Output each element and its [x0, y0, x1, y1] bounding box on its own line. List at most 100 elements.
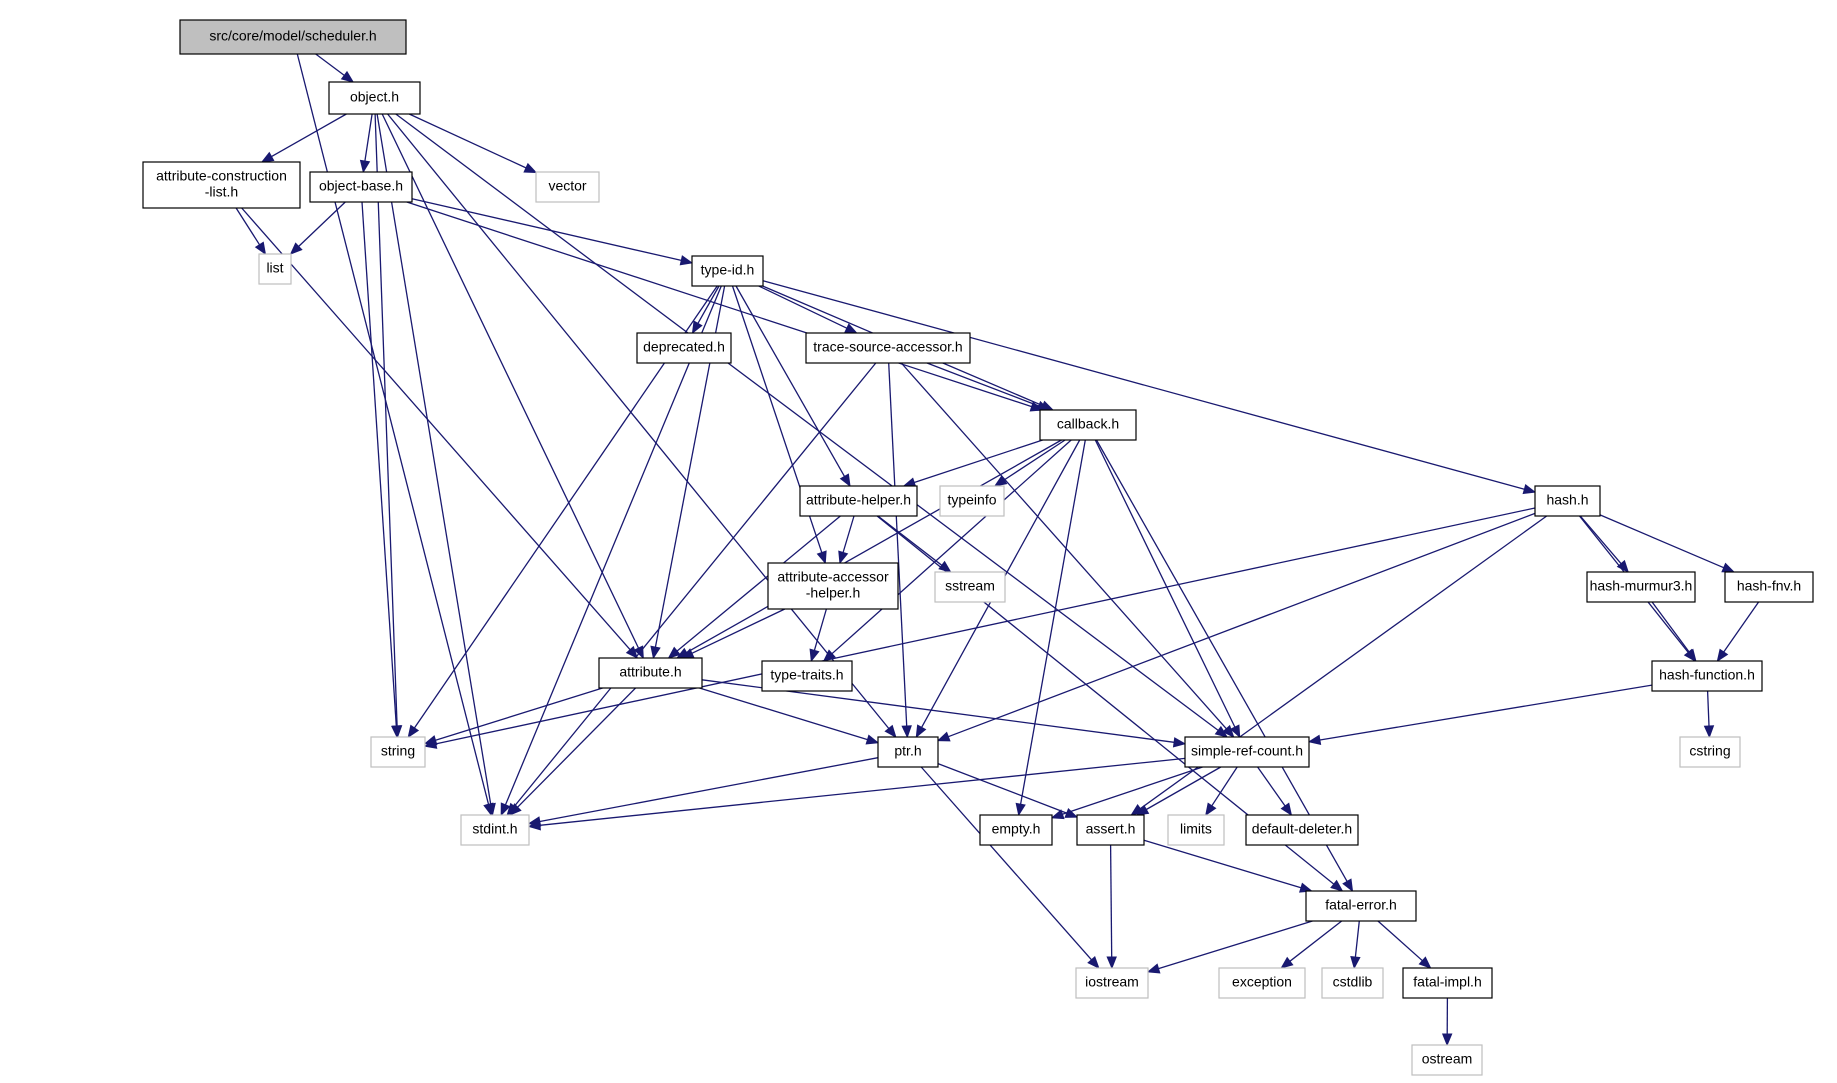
edge-arrowhead [936, 731, 951, 742]
edge-hash-to-murmur [1579, 515, 1630, 573]
node-ptr[interactable]: ptr.h [877, 736, 939, 768]
edge-line [913, 439, 1043, 484]
edge-objbase-to-callback [406, 201, 1044, 412]
edge-arrowhead [667, 646, 681, 659]
edge-scheduler-to-object [315, 53, 355, 83]
node-object[interactable]: object.h [328, 81, 421, 115]
node-src[interactable]: simple-ref-count.h [1184, 736, 1310, 768]
edge-line [699, 687, 868, 741]
edge-object-to-string [374, 113, 403, 739]
edge-attrconst-to-attribute [241, 207, 639, 659]
node-label: sstream [945, 578, 995, 594]
node-box [1724, 571, 1814, 603]
edge-src-to-stdint [527, 757, 1186, 831]
node-label: trace-source-accessor.h [813, 339, 962, 355]
node-fatalerr[interactable]: fatal-error.h [1305, 890, 1417, 922]
edge-objbase-to-list [289, 201, 346, 255]
node-box [309, 171, 413, 203]
node-box [934, 571, 1006, 603]
node-fnv[interactable]: hash-fnv.h [1724, 571, 1814, 603]
edge-line [691, 608, 786, 654]
edge-line [513, 362, 877, 807]
node-label: fatal-impl.h [1413, 974, 1481, 990]
node-label: limits [1180, 821, 1212, 837]
node-label: hash.h [1546, 492, 1588, 508]
edge-line [900, 362, 1227, 730]
edge-line [1019, 439, 1086, 805]
node-label: assert.h [1086, 821, 1136, 837]
node-callback[interactable]: callback.h [1039, 409, 1137, 441]
node-attribute[interactable]: attribute.h [598, 657, 703, 689]
node-list: list [258, 253, 292, 285]
edge-arrowhead [915, 724, 927, 739]
node-vector: vector [535, 171, 600, 203]
node-typetraits[interactable]: type-traits.h [761, 660, 853, 692]
node-objbase[interactable]: object-base.h [309, 171, 413, 203]
node-box [805, 332, 971, 364]
edge-arrowhead [340, 70, 355, 83]
edge-arrowhead [407, 724, 420, 739]
node-label: iostream [1085, 974, 1139, 990]
edge-line [1706, 690, 1710, 727]
node-hash[interactable]: hash.h [1534, 485, 1601, 517]
node-sstream: sstream [934, 571, 1006, 603]
edge-arrowhead [809, 648, 820, 663]
node-string: string [370, 736, 426, 768]
edge-arrowhead [523, 162, 538, 174]
edge-line [758, 285, 848, 329]
node-assert[interactable]: assert.h [1076, 814, 1145, 846]
edge-arrowhead [1342, 878, 1354, 893]
edge-line [1211, 766, 1238, 807]
edge-callback-to-attrhelper [902, 439, 1043, 488]
edge-line [298, 201, 346, 247]
node-box [1245, 814, 1359, 846]
node-hashfn[interactable]: hash-function.h [1651, 660, 1763, 692]
edge-line [435, 687, 603, 741]
node-aah[interactable]: attribute-accessor-helper.h [767, 562, 899, 610]
node-murmur[interactable]: hash-murmur3.h [1586, 571, 1696, 603]
node-typeinfo: typeinfo [939, 485, 1005, 517]
node-label: deprecated.h [643, 339, 725, 355]
node-box [1679, 736, 1741, 768]
edge-line [1145, 766, 1222, 811]
edge-src-to-empty [1050, 766, 1203, 820]
node-label: hash-murmur3.h [1590, 578, 1693, 594]
node-attrhelper[interactable]: attribute-helper.h [799, 485, 918, 517]
node-deprecated[interactable]: deprecated.h [636, 332, 732, 364]
node-box [1534, 485, 1601, 517]
edge-line [948, 512, 1536, 738]
node-label: -helper.h [806, 585, 860, 601]
node-fatalimpl[interactable]: fatal-impl.h [1402, 967, 1493, 999]
node-label: exception [1232, 974, 1292, 990]
node-attrconst[interactable]: attribute-construction-list.h [142, 161, 301, 209]
edge-line [1094, 439, 1236, 728]
edge-line [364, 113, 373, 162]
edge-arrowhead [1418, 956, 1432, 969]
node-typeid[interactable]: type-id.h [691, 255, 764, 287]
node-box [1218, 967, 1306, 999]
node-deleter[interactable]: default-deleter.h [1245, 814, 1359, 846]
node-label: default-deleter.h [1252, 821, 1352, 837]
edge-arrowhead [423, 735, 438, 746]
edge-fatalerr-to-iostream [1146, 920, 1313, 974]
edge-arrowhead [650, 645, 661, 660]
node-empty[interactable]: empty.h [979, 814, 1053, 846]
edge-line [411, 198, 682, 262]
node-box [1075, 967, 1149, 999]
node-box [1411, 1044, 1483, 1076]
node-tsa[interactable]: trace-source-accessor.h [805, 332, 971, 364]
edge-object-to-attrconst [260, 113, 347, 163]
edge-object-to-ptr [387, 113, 897, 739]
edge-arrowhead [1106, 956, 1117, 970]
edge-arrowhead [1721, 562, 1736, 573]
edge-line [926, 362, 1040, 407]
edge-arrowhead [1616, 559, 1630, 573]
node-box [1402, 967, 1493, 999]
edge-line [1599, 514, 1724, 569]
node-box [1076, 814, 1145, 846]
node-box [1586, 571, 1696, 603]
edge-attrhelper-to-attribute [667, 515, 841, 659]
node-box [877, 736, 939, 768]
node-scheduler[interactable]: src/core/model/scheduler.h [179, 19, 407, 55]
edge-line [395, 113, 1219, 731]
